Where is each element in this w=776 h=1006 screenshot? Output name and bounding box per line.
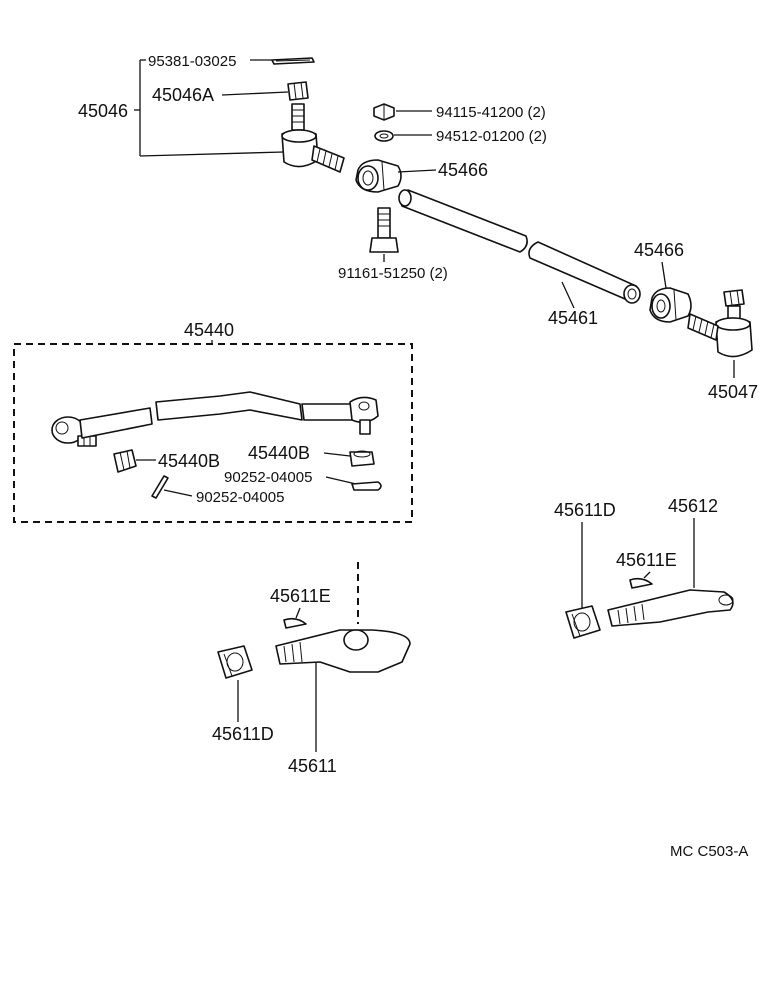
label-45047: 45047	[708, 382, 758, 402]
leaders-45611	[237, 662, 317, 752]
label-45611E-right: 45611E	[616, 550, 677, 570]
label-45046: 45046	[78, 101, 128, 121]
adjusting-tube-45461-drawing	[398, 189, 641, 304]
clamp-hardware-drawing	[355, 103, 402, 253]
label-45466-lower: 45466	[634, 240, 684, 260]
clamp-45466-lower-drawing	[649, 287, 692, 323]
label-45611D-left: 45611D	[212, 724, 274, 744]
drag-link-hardware-drawing	[113, 449, 382, 499]
steering-arm-45611-drawing	[217, 617, 411, 679]
leader-45611E-left	[295, 607, 301, 619]
leaders-45612	[581, 518, 695, 610]
label-45611D-right: 45611D	[554, 500, 616, 520]
label-90252-04005-lower: 90252-04005	[196, 489, 284, 506]
label-45440: 45440	[184, 320, 234, 340]
leaders-45440	[136, 452, 357, 497]
tie-rod-end-45046-drawing	[271, 57, 345, 173]
leaders-clamp	[383, 110, 437, 262]
label-45611: 45611	[288, 756, 337, 776]
label-45466-upper: 45466	[438, 160, 488, 180]
label-90252-04005-upper: 90252-04005	[224, 469, 312, 486]
label-95381-03025: 95381-03025	[148, 53, 236, 70]
label-45046A: 45046A	[152, 85, 214, 105]
steering-arm-45612-drawing	[565, 577, 734, 639]
label-91161-51250: 91161-51250 (2)	[338, 265, 448, 282]
label-45440B-right: 45440B	[248, 443, 310, 463]
label-94115-41200: 94115-41200 (2)	[436, 104, 546, 121]
diagram-code: MC C503-A	[670, 843, 748, 860]
tie-rod-end-45047-drawing	[687, 289, 753, 358]
drag-link-45440-drawing	[51, 391, 379, 447]
label-45612: 45612	[668, 496, 718, 516]
label-45461: 45461	[548, 308, 598, 328]
assembly-45440-box	[13, 343, 413, 523]
leader-45461	[561, 281, 575, 309]
label-45611E-left: 45611E	[270, 586, 331, 606]
leaders-45046	[134, 59, 289, 157]
label-45440B-left: 45440B	[158, 451, 220, 471]
label-94512-01200: 94512-01200 (2)	[436, 128, 547, 145]
leader-45466-lower	[661, 261, 667, 289]
